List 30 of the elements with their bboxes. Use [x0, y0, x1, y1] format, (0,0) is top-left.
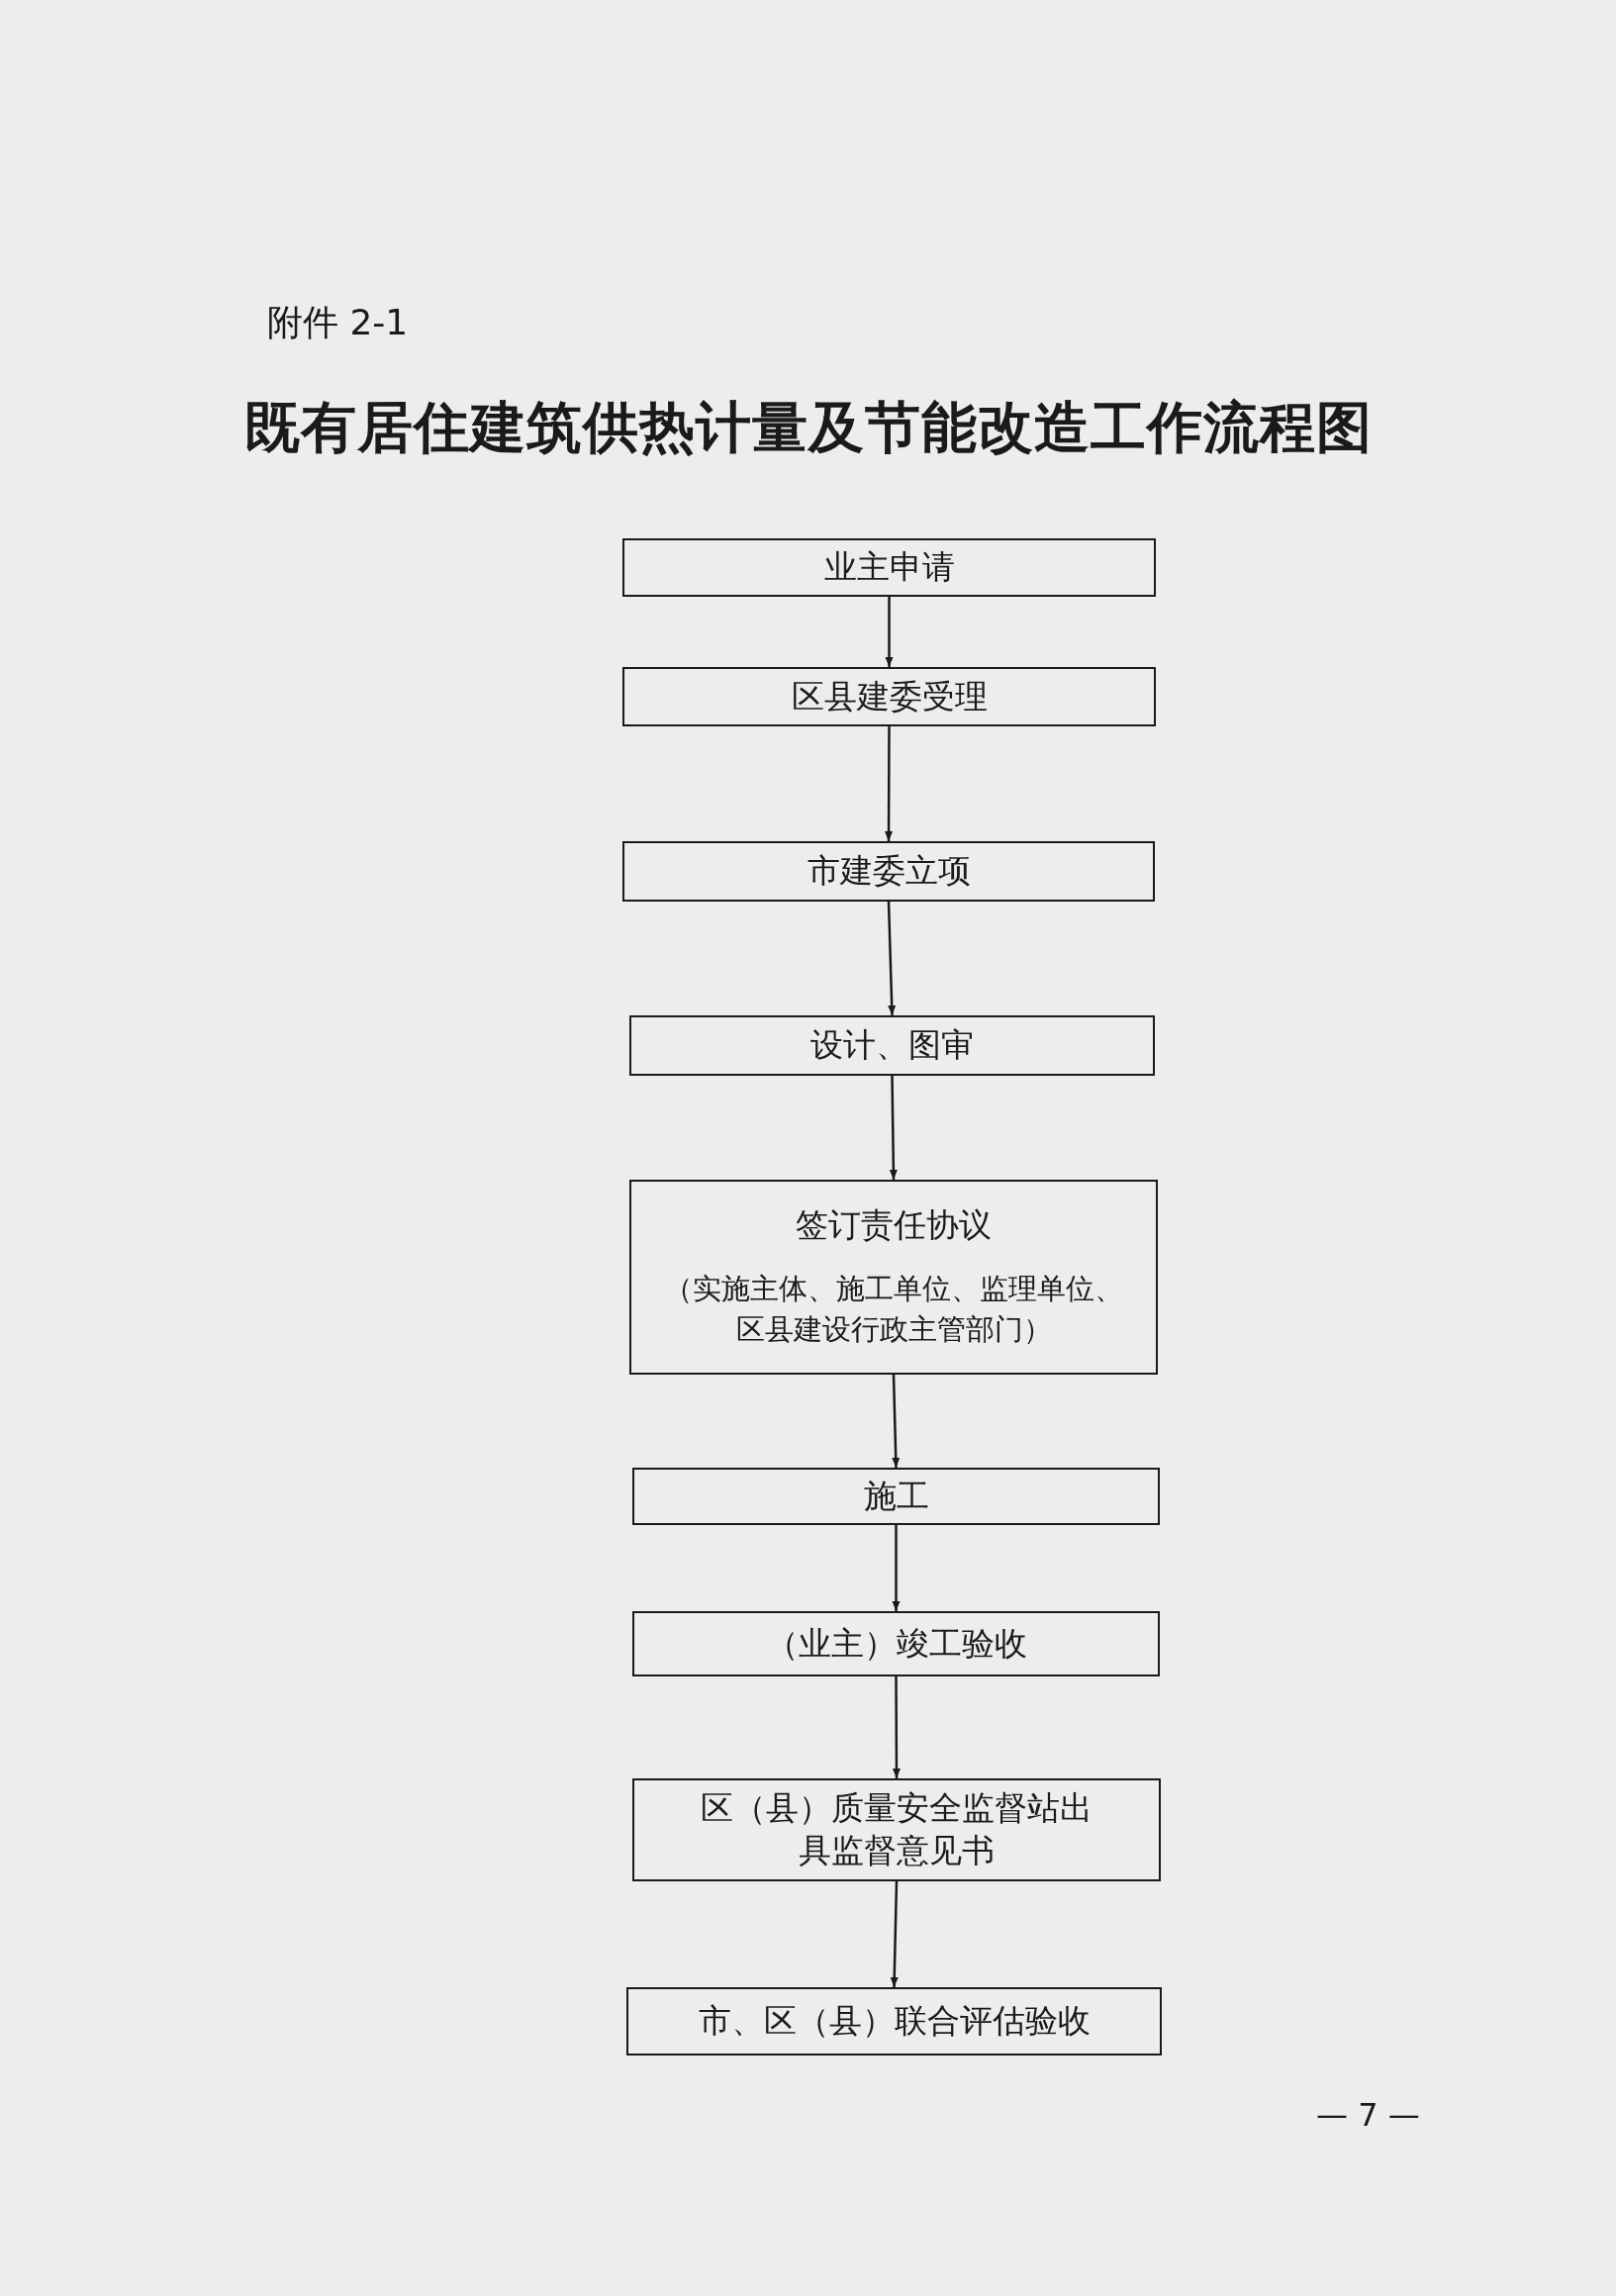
- step-text: 市建委立项: [807, 850, 971, 893]
- process-box: [632, 1778, 1161, 1881]
- arrow: [892, 1525, 901, 1611]
- process-box: [622, 538, 1156, 597]
- step-text: 区（县）质量安全监督站出具监督意见书: [700, 1787, 1093, 1871]
- step-text: 区县建委受理: [791, 675, 988, 718]
- step-text: 市、区（县）联合评估验收: [698, 2000, 1091, 2043]
- page-number: — 7 —: [1316, 2096, 1420, 2134]
- step-note: （实施主体、施工单位、监理单位、区县建设行政主管部门）: [663, 1271, 1124, 1348]
- attachment-label: 附件 2-1: [267, 301, 409, 344]
- step-text: （业主）竣工验收: [765, 1622, 1027, 1665]
- arrow: [892, 1676, 901, 1778]
- process-box: [632, 1468, 1160, 1525]
- process-box: [629, 1180, 1158, 1375]
- arrow: [887, 901, 897, 1016]
- diagram-title: 既有居住建筑供热计量及节能改造工作流程图: [242, 393, 1374, 461]
- process-box: [626, 1987, 1162, 2056]
- process-box: [629, 1015, 1155, 1076]
- arrow: [892, 1374, 901, 1469]
- arrow: [889, 1076, 898, 1180]
- process-box: [622, 667, 1156, 726]
- arrow: [885, 597, 894, 667]
- process-box: [622, 841, 1155, 902]
- step-text: 签订责任协议: [796, 1204, 992, 1247]
- step-text: 业主申请: [823, 546, 955, 589]
- step-text: 设计、图审: [810, 1024, 974, 1067]
- arrow: [890, 1880, 899, 1988]
- process-box: [632, 1611, 1160, 1676]
- arrow: [885, 726, 894, 841]
- step-text: 施工: [863, 1475, 929, 1517]
